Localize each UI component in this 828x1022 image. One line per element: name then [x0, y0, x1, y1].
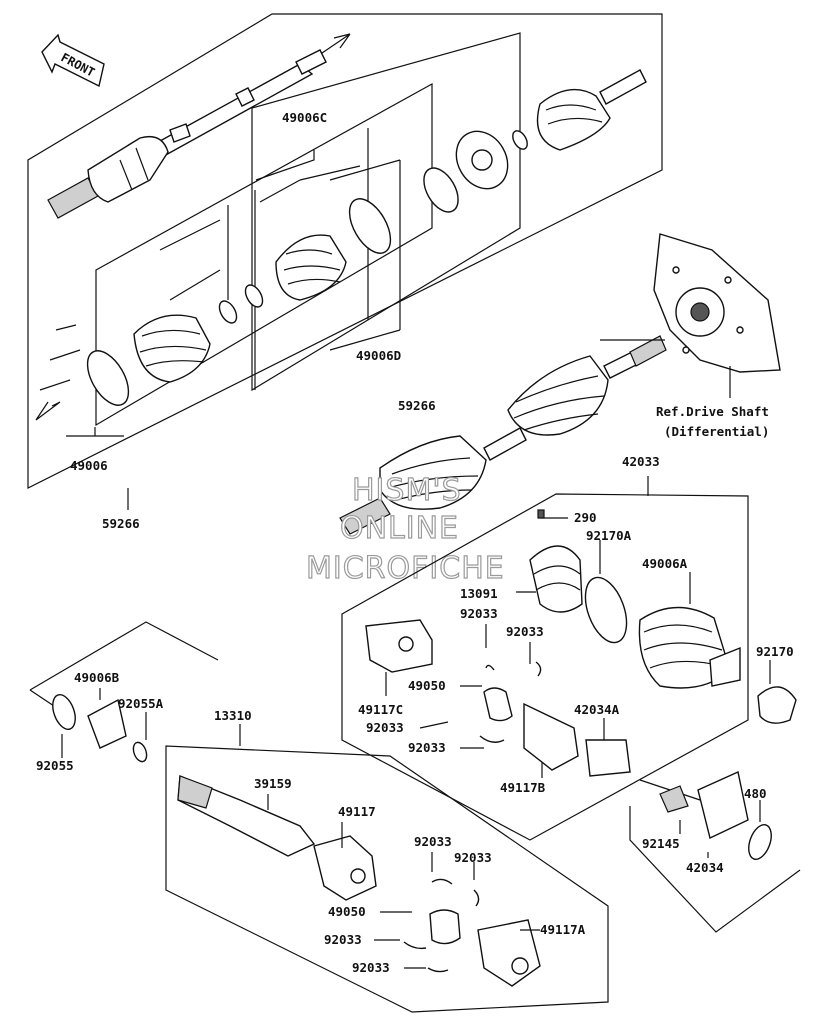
watermark-line3: MICROFICHE	[306, 551, 505, 586]
label-49006C: 49006C	[282, 110, 327, 125]
label-92170: 92170	[756, 644, 794, 659]
label-92170A: 92170A	[586, 528, 632, 543]
label-49006: 49006	[70, 458, 108, 473]
label-92145: 92145	[642, 836, 680, 851]
label-480: 480	[744, 786, 767, 801]
label-49117A: 49117A	[540, 922, 586, 937]
label-49006B: 49006B	[74, 670, 120, 685]
coupling-parts	[365, 509, 801, 933]
label-92033-c: 92033	[366, 720, 404, 735]
part-labels: 49006C 49006D 49006 59266 59266 42033 29…	[36, 110, 794, 975]
label-49006D: 49006D	[356, 348, 401, 363]
label-49050-b: 49050	[328, 904, 366, 919]
outer-boot-parts	[86, 198, 392, 406]
label-92033-f: 92033	[454, 850, 492, 865]
label-39159: 39159	[254, 776, 292, 791]
inner-joint-frame	[29, 621, 241, 763]
middle-drive-axle	[339, 335, 667, 535]
label-92033-b: 92033	[506, 624, 544, 639]
label-59266-middle: 59266	[398, 398, 436, 413]
watermark-line2: ONLINE	[340, 511, 459, 546]
label-42034: 42034	[686, 860, 724, 875]
label-92033-h: 92033	[352, 960, 390, 975]
label-92033-e: 92033	[414, 834, 452, 849]
label-49050-a: 49050	[408, 678, 446, 693]
label-59266-upper: 59266	[102, 516, 140, 531]
label-42033: 42033	[622, 454, 660, 469]
inner-cv-joint-parts	[423, 69, 647, 213]
watermark-line1: HISM'S	[352, 473, 462, 508]
label-13091: 13091	[460, 586, 498, 601]
propeller-shaft-frame	[165, 745, 609, 1013]
label-49117: 49117	[338, 804, 376, 819]
label-42034A: 42034A	[574, 702, 620, 717]
reference-line1: Ref.Drive Shaft	[656, 404, 769, 419]
front-direction-arrow: FRONT	[41, 33, 105, 88]
label-13310: 13310	[214, 708, 252, 723]
label-92033-g: 92033	[324, 932, 362, 947]
label-92033-a: 92033	[460, 606, 498, 621]
label-290: 290	[574, 510, 597, 525]
differential-housing	[653, 233, 781, 398]
label-49117C: 49117C	[358, 702, 403, 717]
label-49006A: 49006A	[642, 556, 688, 571]
label-49117B: 49117B	[500, 780, 546, 795]
coupling-assembly-frame	[341, 476, 771, 841]
watermark: HISM'S ONLINE MICROFICHE	[305, 472, 505, 586]
reference-line2: (Differential)	[664, 424, 769, 439]
label-92055A: 92055A	[118, 696, 164, 711]
upper-drive-axle	[47, 49, 327, 219]
label-92055: 92055	[36, 758, 74, 773]
label-92033-d: 92033	[408, 740, 446, 755]
